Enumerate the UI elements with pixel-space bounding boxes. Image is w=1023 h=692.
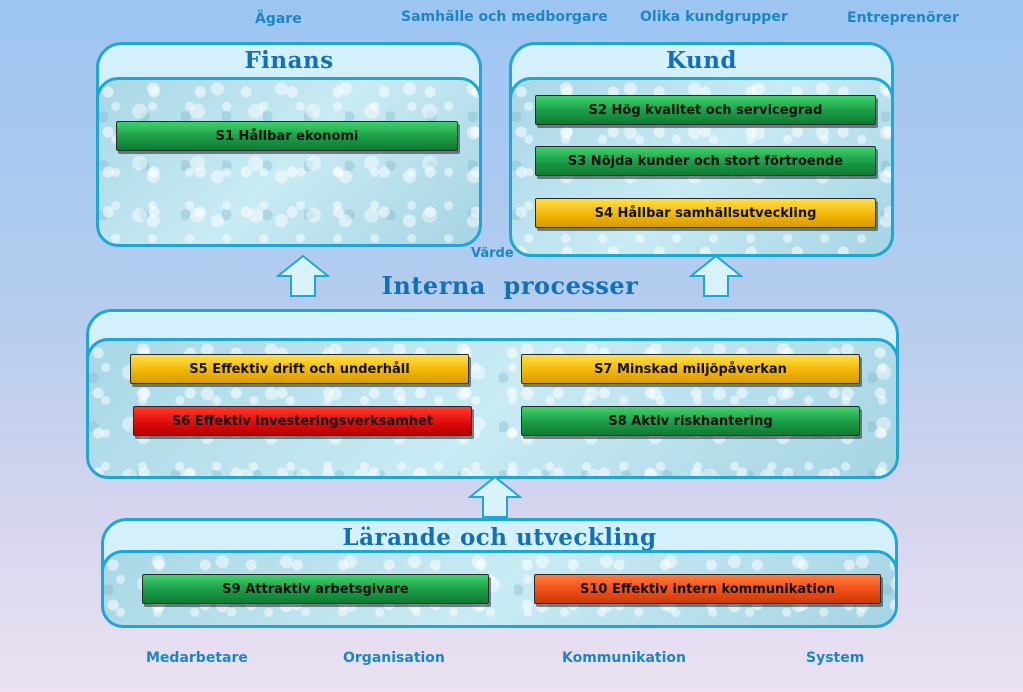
objective-s10[interactable]: S10 Effektiv intern kommunikation [534, 574, 881, 604]
label-kundgrupper: Olika kundgrupper [640, 9, 788, 25]
larande-title: Lärande och utveckling [342, 524, 657, 551]
finans-inner [96, 77, 482, 247]
objective-s7[interactable]: S7 Minskad miljöpåverkan [521, 354, 860, 384]
label-agare: Ägare [255, 11, 302, 27]
objective-s3[interactable]: S3 Nöjda kunder och stort förtroende [535, 146, 876, 176]
objective-s1[interactable]: S1 Hållbar ekonomi [116, 121, 458, 151]
objective-s5[interactable]: S5 Effektiv drift och underhåll [130, 354, 469, 384]
label-kommunikation: Kommunikation [562, 650, 686, 666]
label-entreprenorer: Entreprenörer [847, 10, 959, 26]
varde-label: Värde [471, 246, 514, 261]
label-medarbetare: Medarbetare [146, 650, 248, 666]
interna-title: Interna processer [381, 271, 639, 300]
arrow-up-icon [468, 476, 522, 518]
finans-title: Finans [244, 47, 334, 74]
objective-s6[interactable]: S6 Effektiv investeringsverksamhet [133, 406, 472, 436]
objective-s9[interactable]: S9 Attraktiv arbetsgivare [142, 574, 489, 604]
arrow-up-icon [689, 255, 743, 297]
label-organisation: Organisation [343, 650, 445, 666]
objective-s2[interactable]: S2 Hög kvalitet och servicegrad [535, 95, 876, 125]
interna-panel [86, 309, 899, 479]
label-system: System [806, 650, 865, 666]
larande-panel: Lärande och utveckling [101, 518, 898, 628]
objective-s4[interactable]: S4 Hållbar samhällsutveckling [535, 198, 876, 228]
label-samhalle: Samhälle och medborgare [401, 9, 608, 25]
arrow-up-icon [276, 255, 330, 297]
objective-s8[interactable]: S8 Aktiv riskhantering [521, 406, 860, 436]
kund-title: Kund [665, 47, 737, 74]
